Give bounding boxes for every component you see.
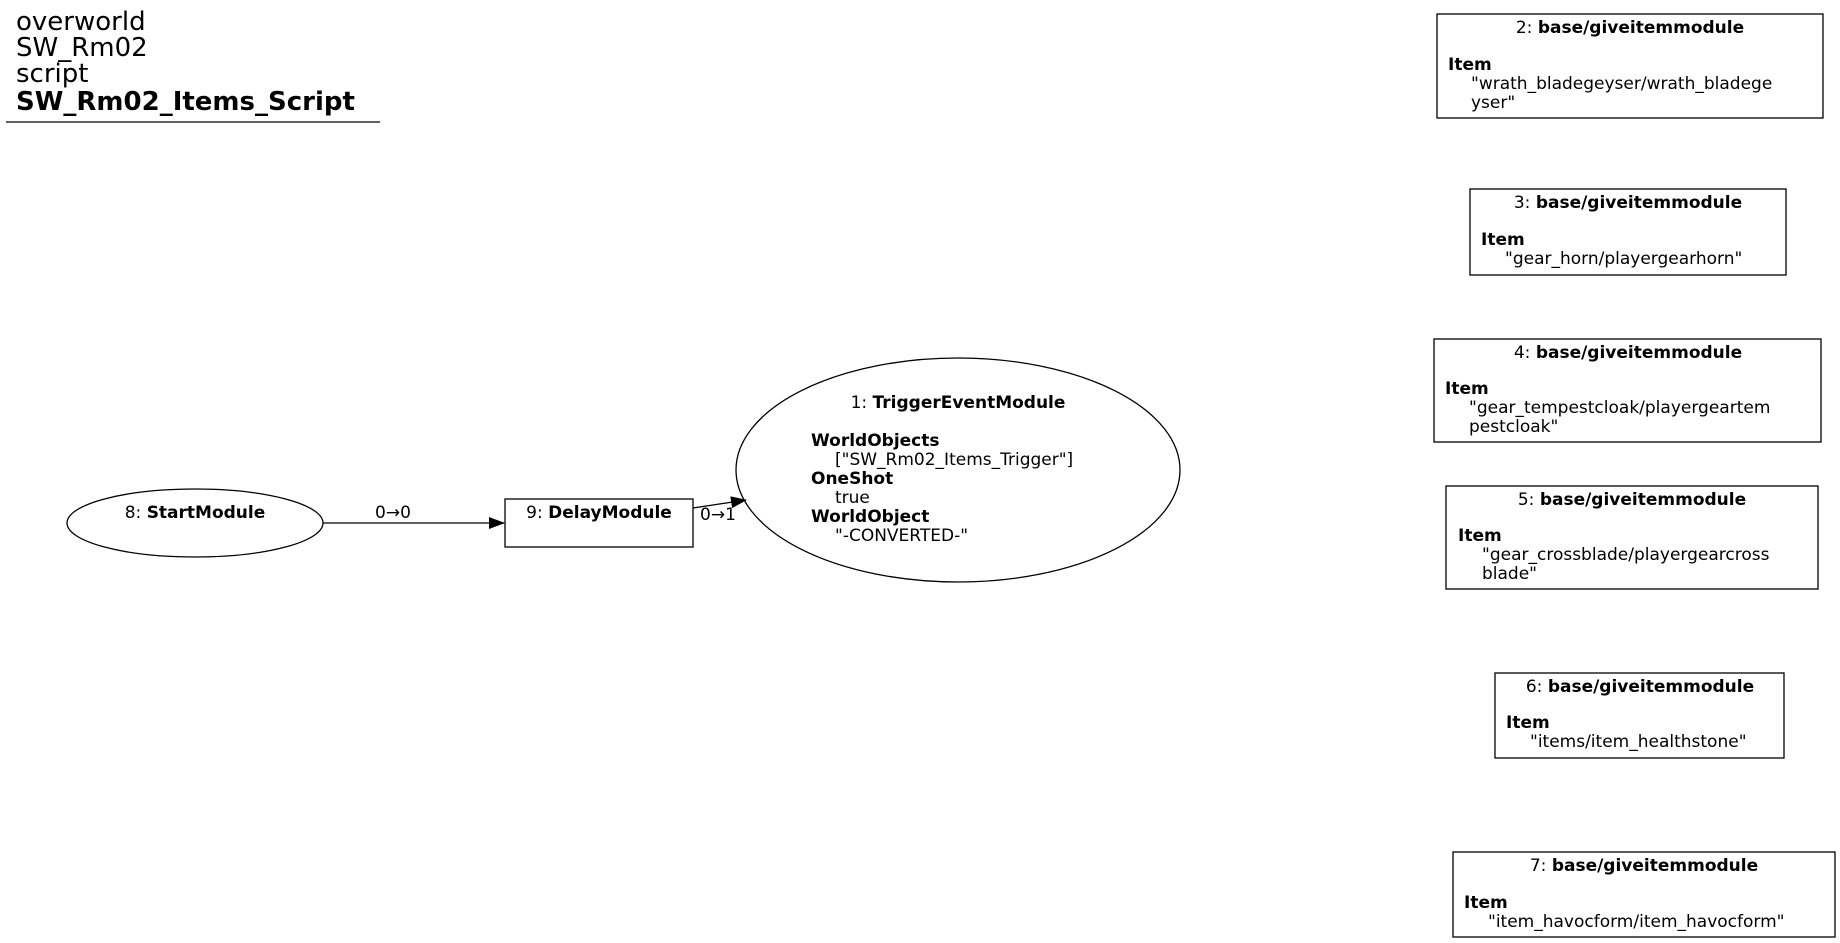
node-id: 7: [1530, 856, 1541, 876]
node-id: 6: [1526, 677, 1537, 697]
prop-value-item-line-1: "gear_horn/playergearhorn": [1505, 249, 1742, 269]
node-type: base/giveitemmodule: [1552, 856, 1758, 876]
node-title: 1: TriggerEventModule: [851, 393, 1066, 413]
node-shape: [735, 357, 1181, 583]
edge-label: 0→0: [375, 503, 411, 523]
node-type: base/giveitemmodule: [1540, 490, 1746, 510]
header-line-type: script: [16, 59, 88, 89]
prop-value-worldobjects: ["SW_Rm02_Items_Trigger"]: [835, 450, 1073, 470]
node-type: base/giveitemmodule: [1538, 18, 1744, 38]
header-line-world: overworld: [16, 7, 146, 37]
node-type: base/giveitemmodule: [1536, 193, 1742, 213]
node-type: StartModule: [147, 503, 266, 523]
prop-value-item-line-1: "wrath_bladegeyser/wrath_bladege: [1471, 74, 1772, 94]
edges: 0→0 0→1: [323, 496, 747, 529]
node-type: TriggerEventModule: [873, 393, 1066, 413]
node-shape: [1433, 338, 1822, 443]
node-8-start-module[interactable]: 8: StartModule: [66, 488, 324, 558]
node-title: 6: base/giveitemmodule: [1526, 677, 1754, 697]
prop-key-item: Item: [1464, 893, 1508, 913]
edge-line: [692, 496, 747, 509]
node-type: base/giveitemmodule: [1536, 343, 1742, 363]
node-id: 1: [851, 393, 862, 413]
prop-value-item-line-1: "item_havocform/item_havocform": [1488, 912, 1784, 932]
script-name: SW_Rm02_Items_Script: [16, 87, 355, 117]
node-9-delay-module[interactable]: 9: DelayModule: [504, 498, 694, 548]
node-title: 9: DelayModule: [526, 503, 672, 523]
prop-key-item: Item: [1448, 55, 1492, 75]
node-title: 7: base/giveitemmodule: [1530, 856, 1758, 876]
node-id: 2: [1516, 18, 1527, 38]
node-shape: [504, 498, 694, 548]
node-type: DelayModule: [548, 503, 672, 523]
node-id: 3: [1514, 193, 1525, 213]
node-title: 5: base/giveitemmodule: [1518, 490, 1746, 510]
node-title: 8: StartModule: [125, 503, 266, 523]
graph-header: overworld SW_Rm02 script SW_Rm02_Items_S…: [6, 7, 380, 123]
prop-value-item-line-1: "gear_tempestcloak/playergeartem: [1469, 398, 1770, 418]
prop-key-item: Item: [1445, 379, 1489, 399]
node-1-trigger-event-module[interactable]: 1: TriggerEventModule WorldObjects ["SW_…: [735, 357, 1181, 583]
node-id: 4: [1514, 343, 1525, 363]
node-shape: [1469, 188, 1787, 276]
node-title: 3: base/giveitemmodule: [1514, 193, 1742, 213]
prop-value-item-line-2: pestcloak": [1469, 417, 1558, 437]
node-6-giveitem-module[interactable]: 6: base/giveitemmodule Item "items/item_…: [1494, 672, 1785, 759]
node-title: 4: base/giveitemmodule: [1514, 343, 1742, 363]
node-shape: [66, 488, 324, 558]
prop-key-oneshot: OneShot: [811, 469, 893, 489]
node-shape: [1452, 851, 1836, 938]
node-id: 8: [125, 503, 136, 523]
prop-value-oneshot: true: [835, 488, 870, 508]
node-2-giveitem-module[interactable]: 2: base/giveitemmodule Item "wrath_blade…: [1436, 13, 1824, 119]
node-id: 9: [526, 503, 537, 523]
prop-key-item: Item: [1458, 526, 1502, 546]
prop-value-item-line-1: "items/item_healthstone": [1530, 732, 1747, 752]
prop-key-worldobject: WorldObject: [811, 507, 929, 527]
node-type: base/giveitemmodule: [1548, 677, 1754, 697]
node-3-giveitem-module[interactable]: 3: base/giveitemmodule Item "gear_horn/p…: [1469, 188, 1787, 276]
prop-value-worldobject: "-CONVERTED-": [835, 526, 968, 546]
edge-8-to-9: 0→0: [323, 503, 505, 529]
node-shape: [1436, 13, 1824, 119]
node-shape: [1494, 672, 1785, 759]
header-line-room: SW_Rm02: [16, 33, 148, 63]
node-7-giveitem-module[interactable]: 7: base/giveitemmodule Item "item_havocf…: [1452, 851, 1836, 938]
prop-value-item-line-1: "gear_crossblade/playergearcross: [1482, 545, 1770, 565]
node-shape: [1445, 485, 1819, 590]
node-4-giveitem-module[interactable]: 4: base/giveitemmodule Item "gear_tempes…: [1433, 338, 1822, 443]
node-id: 5: [1518, 490, 1529, 510]
prop-value-item-line-2: blade": [1482, 564, 1537, 584]
node-5-giveitem-module[interactable]: 5: base/giveitemmodule Item "gear_crossb…: [1445, 485, 1819, 590]
edge-9-to-1: 0→1: [692, 496, 747, 525]
prop-key-worldobjects: WorldObjects: [811, 431, 940, 451]
prop-value-item-line-2: yser": [1471, 93, 1515, 113]
edge-label: 0→1: [700, 505, 736, 525]
node-title: 2: base/giveitemmodule: [1516, 18, 1744, 38]
prop-key-item: Item: [1506, 713, 1550, 733]
prop-key-item: Item: [1481, 230, 1525, 250]
